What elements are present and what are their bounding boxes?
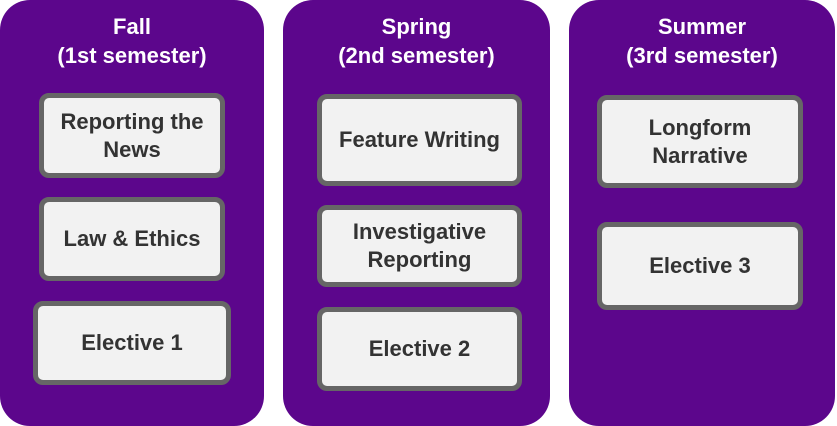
course-card-longform-narrative: Longform Narrative	[597, 95, 803, 188]
semester-title-summer: Summer (3rd semester)	[569, 12, 835, 70]
course-label: Reporting the	[60, 108, 204, 134]
course-label: Elective 3	[649, 253, 751, 278]
semester-name: Fall	[113, 14, 151, 39]
course-card-feature-writing: Feature Writing	[317, 94, 522, 186]
course-card-investigative-reporting: Investigative Reporting	[317, 205, 522, 287]
course-label: Reporting	[367, 247, 472, 272]
semester-order: (2nd semester)	[338, 43, 495, 68]
course-label: Feature Writing	[339, 127, 500, 152]
course-label: Longform	[648, 114, 752, 140]
semester-column-fall: Fall (1st semester) Reporting the News L…	[0, 0, 264, 426]
course-card-elective-1: Elective 1	[33, 301, 231, 385]
course-label: Law & Ethics	[63, 226, 201, 251]
course-card-elective-3: Elective 3	[597, 222, 803, 310]
semester-order: (1st semester)	[57, 43, 207, 68]
semester-name: Spring	[381, 14, 452, 39]
semester-name: Summer	[657, 14, 747, 39]
semester-title-fall: Fall (1st semester)	[0, 12, 264, 70]
course-label: Elective 2	[368, 336, 471, 361]
semester-title-spring: Spring (2nd semester)	[283, 12, 550, 70]
semester-column-spring: Spring (2nd semester) Feature Writing In…	[283, 0, 550, 426]
course-card-law-ethics: Law & Ethics	[39, 197, 225, 281]
course-card-reporting-the-news: Reporting the News	[39, 93, 225, 178]
course-label: Narrative	[652, 142, 748, 168]
course-card-elective-2: Elective 2	[317, 307, 522, 391]
course-label: Elective 1	[81, 330, 183, 355]
semester-column-summer: Summer (3rd semester) Longform Narrative…	[569, 0, 835, 426]
course-label: Investigative	[352, 219, 487, 244]
semester-order: (3rd semester)	[626, 43, 778, 68]
course-label: News	[103, 136, 161, 162]
